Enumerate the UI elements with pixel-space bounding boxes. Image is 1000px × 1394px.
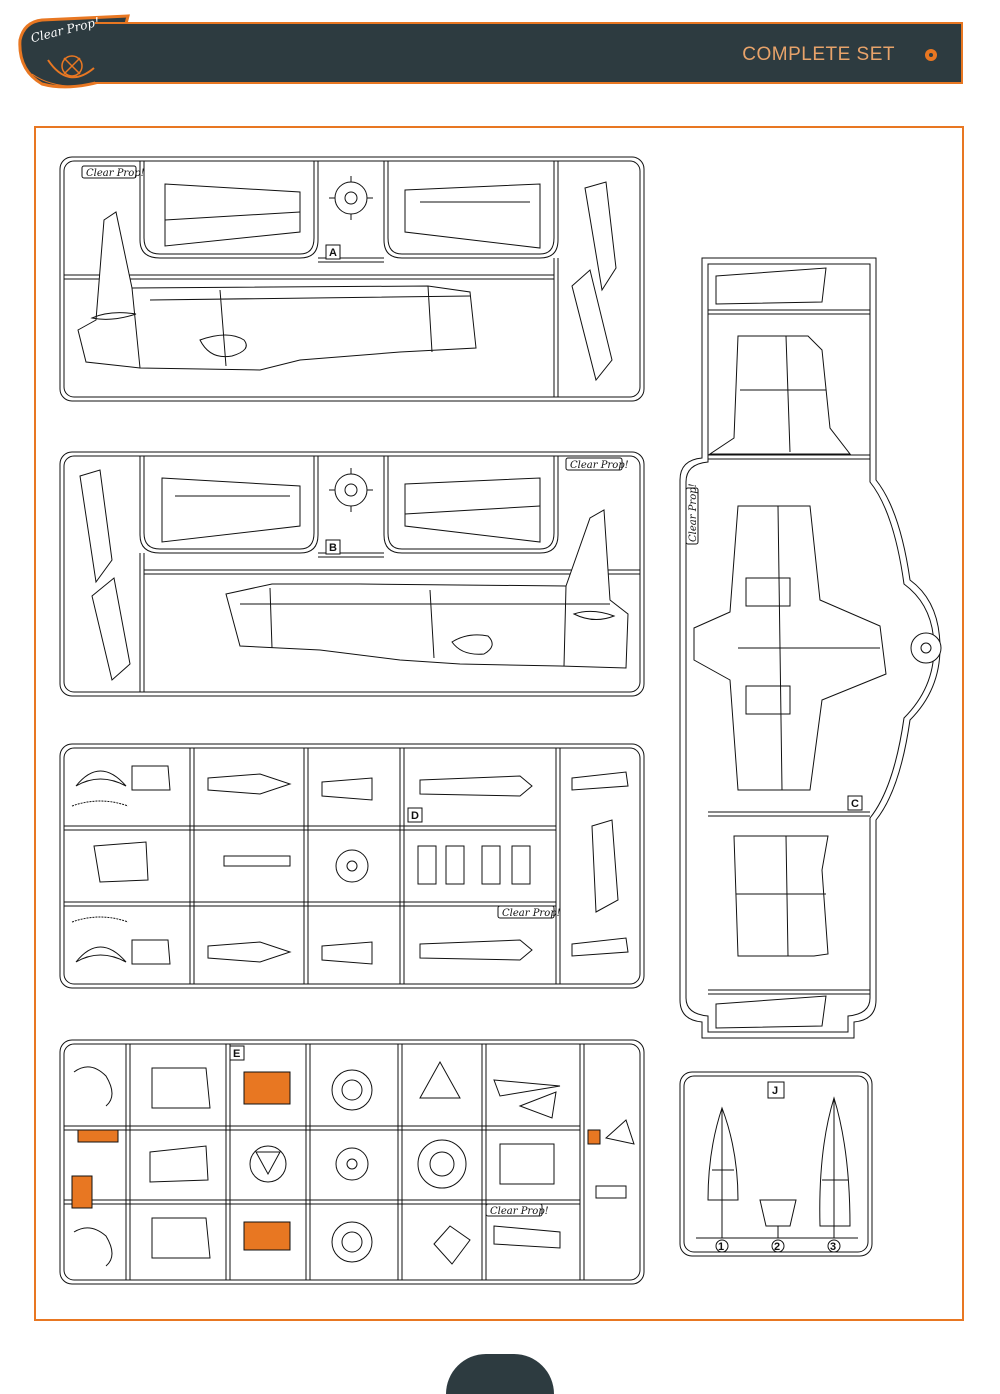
page-header: Clear Prop! COMPLETE SET <box>0 0 1000 100</box>
sprue-letter-b: B <box>329 542 337 554</box>
sprue-letter-a: A <box>329 247 337 259</box>
sprue-letter-c: C <box>851 798 859 810</box>
sprue-e-logo: Clear Prop! <box>490 1206 549 1217</box>
sprue-a: A Clear Prop! <box>59 156 645 402</box>
sprue-b: B Clear Prop! <box>59 451 645 697</box>
sprue-c-logo: Clear Prop! <box>688 483 699 542</box>
part-number-1: 1 <box>718 1241 724 1253</box>
sprue-letter-d: D <box>411 810 419 822</box>
sprue-e: E Clear Prop! <box>59 1039 645 1285</box>
sprue-a-logo: Clear Prop! <box>86 168 145 179</box>
sprue-letter-j: J <box>772 1085 778 1097</box>
sprue-c: C Clear Prop! <box>679 257 942 1039</box>
sprue-b-logo: Clear Prop! <box>570 460 629 471</box>
sprue-d: D Clear Prop! <box>59 743 645 989</box>
sprue-d-logo: Clear Prop! <box>502 908 561 919</box>
header-bar: COMPLETE SET <box>95 22 963 84</box>
sprue-letter-e: E <box>233 1048 240 1060</box>
part-number-2: 2 <box>774 1241 780 1253</box>
part-number-3: 3 <box>830 1241 836 1253</box>
sprue-j: J 1 2 3 <box>679 1071 873 1257</box>
sprue-frame <box>34 126 964 1321</box>
gear-icon <box>925 49 937 61</box>
set-title: COMPLETE SET <box>742 44 895 65</box>
